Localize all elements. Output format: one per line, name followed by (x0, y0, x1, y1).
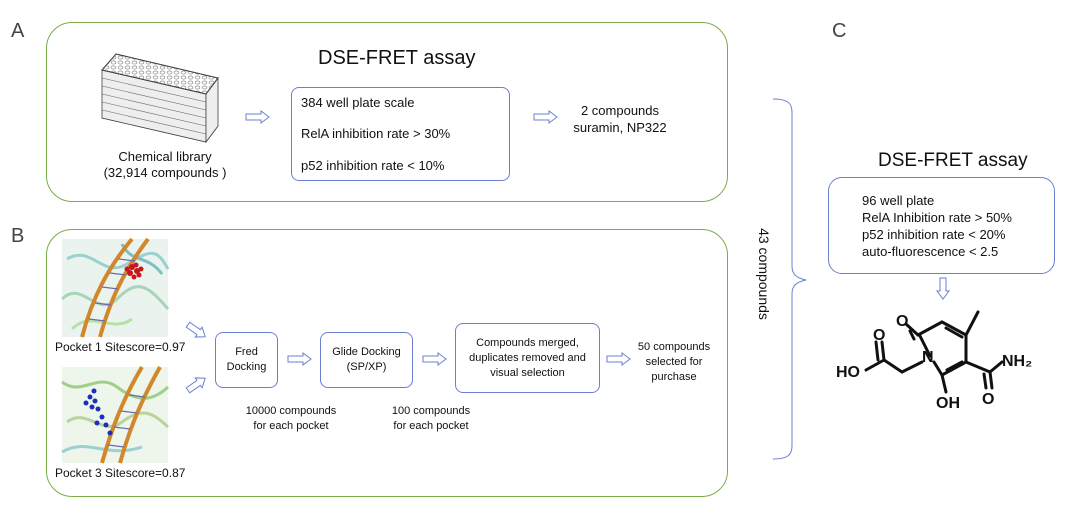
atom-label: NH₂ (1002, 353, 1032, 370)
atom-label: O (982, 391, 994, 408)
arrow-icon (185, 321, 206, 338)
result-line: purchase (651, 371, 697, 383)
protein-dna-structure-image (61, 365, 170, 464)
merge-line: visual selection (490, 367, 565, 379)
criteria-line: 96 well plate (862, 193, 935, 208)
library-count: (32,914 compounds ) (103, 165, 227, 180)
atom-label: N (922, 349, 934, 366)
arrow-icon (287, 352, 312, 366)
arrow-icon (606, 352, 631, 366)
library-label: Chemical library (118, 149, 212, 164)
criteria-line: p52 inhibition rate < 20% (862, 227, 1006, 242)
merge-line: Compounds merged, (476, 337, 579, 349)
panel-a-result-line1: 2 compounds (580, 103, 660, 118)
atom-label: OH (936, 395, 960, 412)
bracket-label: 43 compounds (756, 228, 772, 320)
glide-docking-box: Glide Docking (SP/XP) (320, 332, 413, 388)
glide-note-line1: 100 compounds (391, 405, 471, 417)
arrow-icon (245, 110, 270, 124)
fred-line1: Fred (235, 346, 258, 358)
panel-a-result-line2: suramin, NP322 (573, 120, 667, 135)
well-plate-stack-icon (101, 53, 219, 144)
panel-c-title: DSE-FRET assay (878, 150, 1028, 171)
criteria-line: 384 well plate scale (301, 95, 415, 110)
fred-note-line2: for each pocket (253, 420, 329, 432)
arrow-icon (533, 110, 558, 124)
panel-a-title: DSE-FRET assay (318, 47, 476, 69)
atom-label: HO (836, 364, 860, 381)
arrow-icon (185, 377, 206, 394)
atom-label: O (873, 327, 885, 344)
glide-note: 100 compounds for each pocket (376, 404, 486, 434)
criteria-line: RelA inhibition rate > 30% (301, 126, 451, 141)
panel-letter-b: B (11, 225, 25, 247)
criteria-line: p52 inhibition rate < 10% (301, 158, 445, 173)
merge-selection-box: Compounds merged, duplicates removed and… (455, 323, 600, 393)
criteria-line: RelA Inhibition rate > 50% (862, 210, 1012, 225)
arrow-icon (422, 352, 447, 366)
panel-b-result: 50 compounds selected for purchase (630, 340, 718, 385)
glide-note-line2: for each pocket (393, 420, 469, 432)
merge-line: duplicates removed and (469, 352, 586, 364)
protein-dna-structure-image (60, 237, 170, 338)
glide-line2: (SP/XP) (346, 361, 387, 373)
panel-b-frame (46, 229, 728, 497)
panel-a-frame (46, 22, 728, 202)
pocket-3-label: Pocket 3 Sitescore=0.87 (55, 466, 186, 480)
criteria-line: auto-fluorescence < 2.5 (862, 244, 999, 259)
arrow-icon (936, 277, 950, 300)
bracket-icon (772, 98, 807, 460)
fred-note: 10000 compounds for each pocket (236, 404, 346, 434)
fred-docking-box: Fred Docking (215, 332, 278, 388)
panel-c-criteria-box: 96 well plate RelA Inhibition rate > 50%… (828, 177, 1055, 274)
pocket-1-label: Pocket 1 Sitescore=0.97 (55, 340, 186, 354)
panel-letter-c: C (832, 20, 847, 42)
fred-line2: Docking (226, 361, 267, 373)
panel-letter-a: A (11, 20, 25, 42)
atom-label: O (896, 313, 908, 330)
chemical-structure-image: O N O HO O NH₂ OH (836, 310, 1032, 412)
result-line: 50 compounds (637, 341, 711, 353)
panel-a-criteria-box: 384 well plate scale RelA inhibition rat… (291, 87, 510, 181)
result-line: selected for (645, 356, 703, 368)
fred-note-line1: 10000 compounds (245, 405, 337, 417)
glide-line1: Glide Docking (332, 346, 401, 358)
